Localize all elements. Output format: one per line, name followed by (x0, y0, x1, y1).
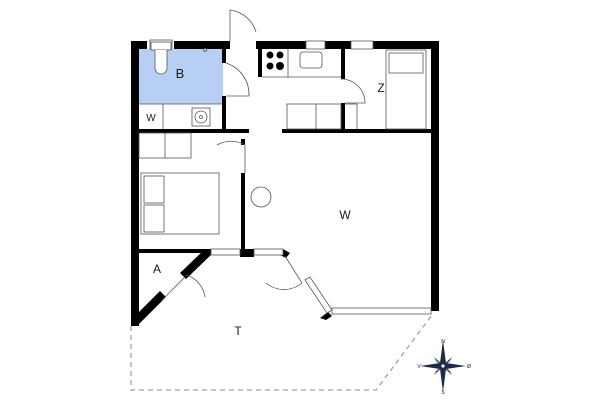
terrace-outline (130, 314, 433, 391)
room-label-bathroom: B (176, 66, 185, 81)
compass-rose: N S V Ø (417, 339, 471, 396)
room-label-terrace: T (234, 324, 242, 338)
stove-burners (266, 51, 284, 70)
walls (131, 41, 439, 326)
room-label-utility: W (146, 113, 156, 124)
compass-west: V (417, 364, 421, 370)
compass-south: S (441, 390, 445, 396)
room-label-storage: A (153, 262, 161, 276)
room-label-z: Z (377, 81, 384, 95)
compass-east: Ø (467, 364, 471, 370)
room-label-living: W (339, 208, 351, 222)
fixtures (138, 41, 427, 235)
doors (161, 9, 366, 301)
bathroom-floor (139, 49, 223, 104)
compass-north: N (441, 339, 445, 345)
